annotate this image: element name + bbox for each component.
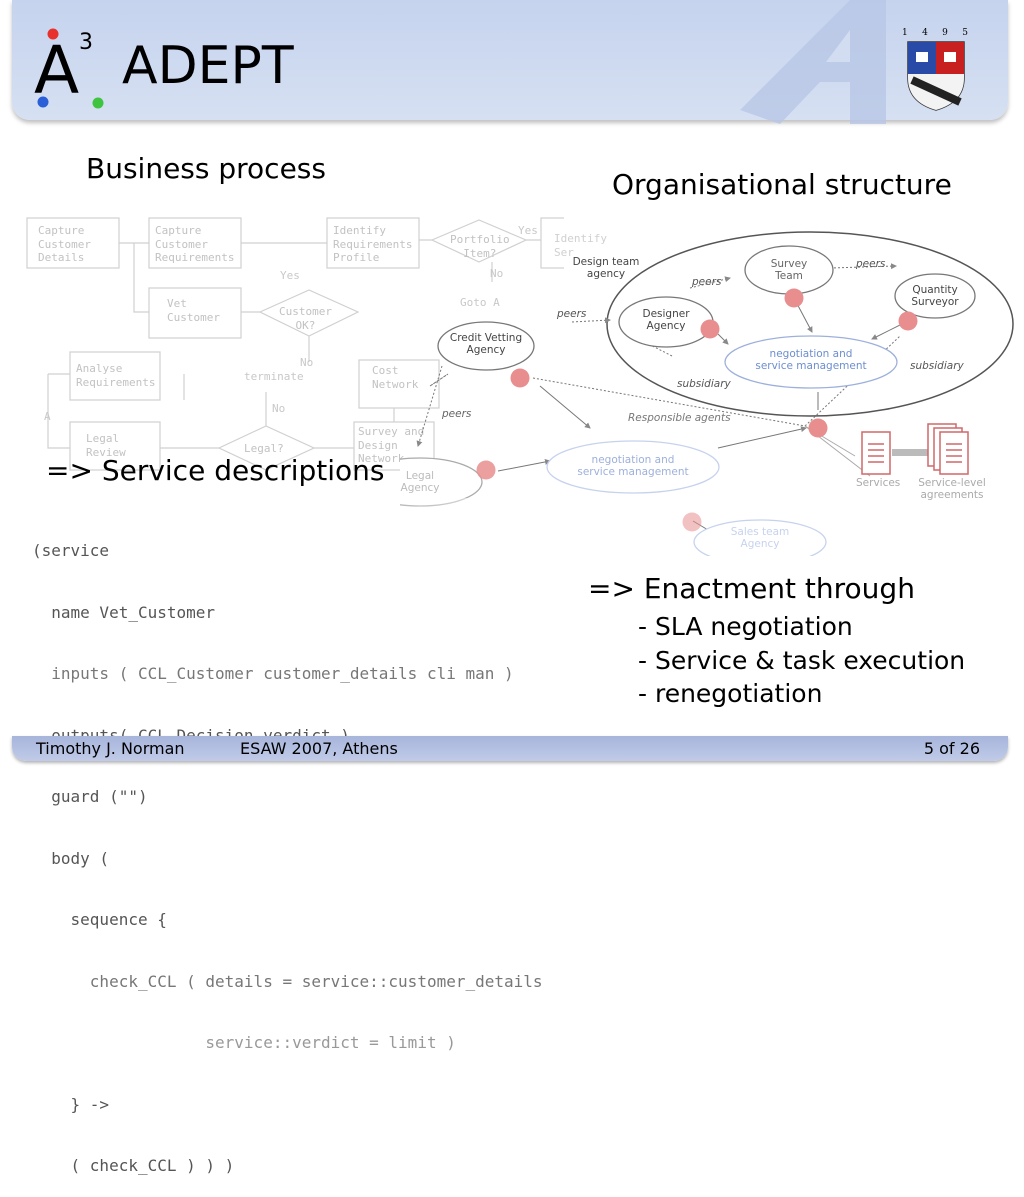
role-node (476, 460, 496, 480)
flow-box-label: Identify Requirements Profile (333, 224, 413, 264)
crest-digit: 9 (942, 28, 948, 38)
team-boundary (606, 231, 1014, 417)
university-crest: 1 4 9 5 (902, 28, 968, 114)
flow-box (358, 359, 440, 409)
responsible-agents-label: Responsible agents (628, 412, 731, 424)
flow-box-label: Legal Review (86, 432, 126, 459)
credit-vetting-node (437, 321, 535, 371)
crest-digit: 5 (962, 28, 968, 38)
peers-label: peers (442, 408, 472, 420)
org-structure-diagram (400, 231, 1014, 556)
flow-label: terminate (244, 370, 304, 383)
code-line: name Vet_Customer (32, 602, 216, 622)
peers-label: peers (692, 276, 722, 288)
role-node (700, 319, 720, 339)
flow-decision-label: Portfolio Item? (450, 233, 510, 260)
service-code-block: (service name Vet_Customer inputs ( CCL_… (32, 500, 578, 1197)
survey-team-label: Survey Team (770, 258, 808, 282)
org-labels: Survey Team Quantity Surveyor Designer A… (400, 226, 1020, 556)
role-node (898, 311, 918, 331)
flow-label: Goto A (460, 296, 500, 309)
flow-decision-label: Legal? (244, 442, 284, 455)
shield-icon (907, 41, 965, 111)
code-line: guard ("") (32, 787, 148, 806)
code-line: inputs ( CCL_Customer customer_details c… (32, 664, 514, 683)
code-line: body ( (32, 848, 110, 868)
footer-bar: Timothy J. Norman ESAW 2007, Athens 5 of… (12, 736, 1008, 761)
flow-box-label: Identify Ser (554, 232, 607, 259)
flow-label: No (300, 356, 314, 369)
flow-label: A (44, 410, 51, 423)
services-label: Services (856, 477, 901, 489)
flow-box-label: Analyse Requirements (76, 362, 156, 389)
code-line: ( check_CCL ) ) ) (32, 1156, 235, 1175)
designer-agency-label: Designer Agency (642, 308, 690, 332)
role-node (808, 418, 828, 438)
flow-decision (258, 289, 360, 337)
footer-event: ESAW 2007, Athens (240, 739, 398, 758)
business-process-heading: Business process (86, 152, 326, 185)
code-line: (service (32, 541, 110, 560)
watermark-a (740, 0, 886, 124)
crest-digit: 1 (902, 28, 908, 38)
flow-box-label: Cost Network (372, 364, 419, 391)
flow-box-label: Vet Customer (167, 297, 220, 324)
flow-box (69, 421, 161, 471)
flow-label: No (272, 402, 286, 415)
flow-box-label: Survey and Design Network (358, 425, 425, 465)
subsidiary-label: subsidiary (910, 360, 964, 372)
enactment-heading: => Enactment through (588, 572, 915, 605)
connector-bar (892, 449, 928, 456)
sales-team-node (693, 519, 827, 556)
enactment-item: - Service & task execution (638, 646, 966, 675)
code-line: check_CCL ( details = service::customer_… (32, 971, 543, 991)
nsm-bottom-label: negotiation and service management (577, 454, 689, 478)
sla-label: Service-level agreements (918, 477, 986, 501)
code-line: service::verdict = limit ) (32, 1033, 456, 1052)
role-node (510, 368, 530, 388)
role-node (682, 512, 702, 532)
flow-box-label: Capture Customer Requirements (155, 224, 235, 264)
code-line: sequence { (32, 910, 167, 929)
nsm-top-node (724, 335, 898, 389)
flowchart-labels: Capture Customer Details Capture Custome… (24, 212, 607, 492)
flow-box-label: Capture Customer Details (38, 224, 91, 264)
service-descriptions-heading: => Service descriptions (46, 454, 385, 487)
logo-superscript: 3 (79, 30, 93, 55)
sales-team-label: Sales team Agency (730, 526, 790, 550)
nsm-top-label: negotiation and service management (755, 348, 867, 372)
peers-label: peers (856, 258, 886, 270)
flow-label: Yes (280, 269, 300, 282)
logo-letter: A (34, 32, 80, 109)
quantity-surveyor-label: Quantity Surveyor (911, 284, 959, 308)
enactment-item: - renegotiation (638, 679, 823, 708)
sla-documents-icon (927, 423, 969, 475)
crest-digit: 4 (922, 28, 928, 38)
flow-box (148, 287, 242, 339)
slide-title: ADEPT (122, 36, 294, 96)
flow-label: No (490, 267, 504, 280)
footer-page-number: 5 of 26 (923, 739, 980, 758)
code-fade (24, 498, 584, 726)
services-document-icon (861, 431, 891, 475)
business-process-flowchart (26, 217, 564, 471)
flow-decision-label: Customer OK? (279, 305, 332, 332)
footer-author: Timothy J. Norman (36, 739, 185, 758)
nsm-bottom-node (546, 440, 720, 494)
subsidiary-label: subsidiary (677, 378, 731, 390)
credit-vetting-label: Credit Vetting Agency (449, 332, 523, 356)
flow-box (69, 351, 161, 401)
code-line: } -> (32, 1094, 110, 1114)
role-node (784, 288, 804, 308)
legal-agency-label: Legal Agency (400, 470, 440, 494)
a3-logo: A 3 (28, 22, 108, 118)
peers-label: peers (557, 308, 587, 320)
enactment-item: - SLA negotiation (638, 612, 853, 641)
design-team-agency-label: Design team agency (572, 256, 640, 280)
quantity-surveyor-node (894, 273, 976, 319)
flow-box (540, 217, 564, 269)
flow-label: Yes (518, 224, 538, 237)
org-structure-heading: Organisational structure (612, 168, 952, 201)
